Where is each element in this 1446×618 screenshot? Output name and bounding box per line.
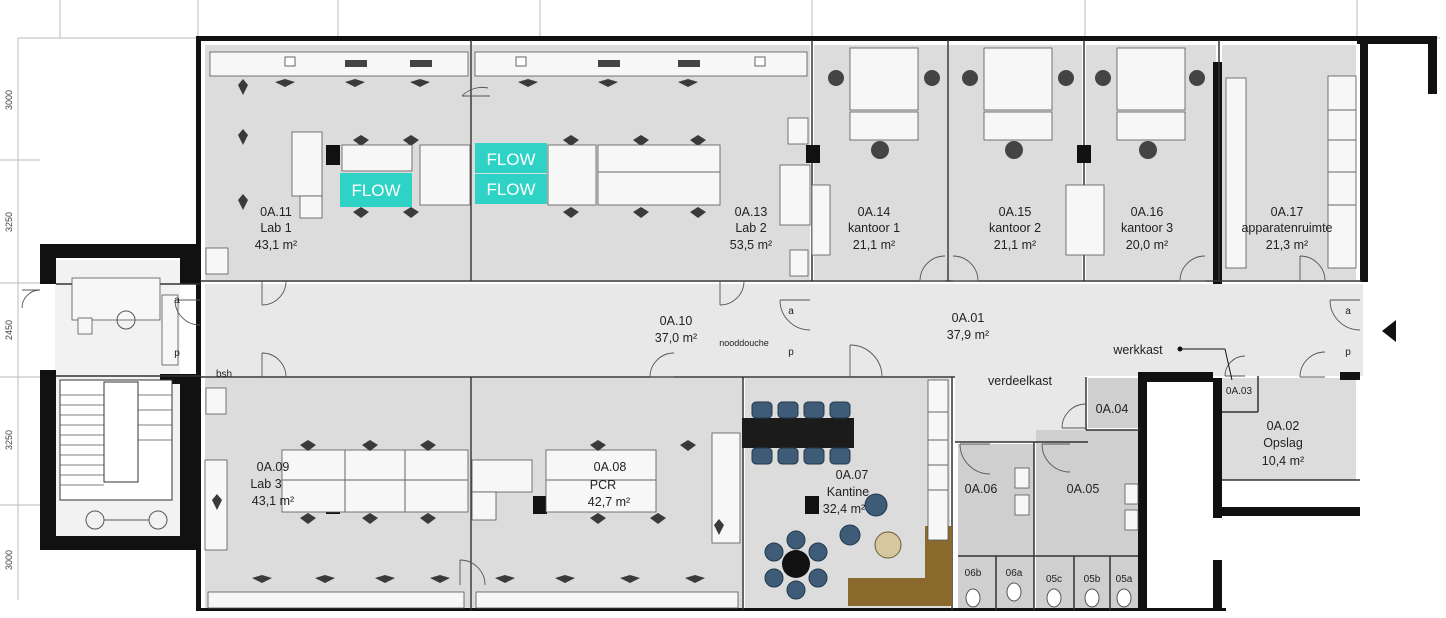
0a04-floor: [1088, 378, 1140, 428]
room-code: 0A.11: [260, 205, 292, 219]
room-code: 0A.10: [660, 314, 693, 328]
lab2-furniture: FLOW FLOW: [461, 51, 831, 277]
room-area: 53,5 m²: [730, 238, 772, 252]
room-area: 10,4 m²: [1262, 454, 1304, 468]
entrance-arrow-icon: [1382, 320, 1396, 342]
room-area: 37,9 m²: [947, 328, 989, 342]
office-furniture: [828, 47, 1357, 269]
dimension-label: 3000: [4, 90, 14, 110]
room-name: PCR: [590, 478, 616, 492]
room-name: kantoor 2: [989, 221, 1041, 235]
flow-hood: [475, 174, 547, 204]
room-area: 21,1 m²: [853, 238, 895, 252]
room-name: kantoor 1: [848, 221, 900, 235]
opslag-floor: [1222, 378, 1356, 480]
dimension-label: 3250: [4, 212, 14, 232]
room-code: 0A.01: [952, 311, 985, 325]
room-code: 0A.05: [1067, 482, 1100, 496]
room-code: 0A.04: [1096, 402, 1129, 416]
dimension-label: 2450: [4, 320, 14, 340]
p-label: p: [788, 347, 794, 358]
verdeelkast-label: verdeelkast: [988, 374, 1052, 388]
toilet-code: 05b: [1084, 574, 1101, 585]
room-area: 43,1 m²: [255, 238, 297, 252]
toilets: [965, 467, 1139, 608]
misc-labels: nooddouche werkkast verdeelkast bsh a p …: [174, 295, 1351, 388]
sofa: [848, 526, 952, 606]
room-name: Lab 1: [260, 221, 291, 235]
room-code: 0A.15: [999, 205, 1032, 219]
flow-hood: [340, 173, 412, 207]
doors: [174, 255, 1361, 586]
room-code: 0A.02: [1267, 419, 1300, 433]
room-area: 32,4 m²: [823, 502, 865, 516]
nooddouche-label: nooddouche: [719, 338, 769, 348]
room-code: 0A.14: [858, 205, 891, 219]
room-code: 0A.09: [257, 460, 290, 474]
room-area: 20,0 m²: [1126, 238, 1168, 252]
room-area: 37,0 m²: [655, 331, 697, 345]
room-area: 42,7 m²: [588, 495, 630, 509]
walls: [40, 36, 1437, 611]
toilet-code: 06b: [965, 568, 982, 579]
room-name: Lab 3: [250, 477, 281, 491]
a-label: a: [1345, 306, 1351, 317]
p-label: p: [1345, 347, 1351, 358]
a-label: a: [788, 306, 794, 317]
room-code: 0A.07: [836, 468, 869, 482]
room-code: 0A.16: [1131, 205, 1164, 219]
room-code: 0A.06: [965, 482, 998, 496]
stair-core: [21, 277, 179, 530]
toilet-code: 05c: [1046, 574, 1062, 585]
room-name: Opslag: [1263, 436, 1303, 450]
room-name: kantoor 3: [1121, 221, 1173, 235]
flow-hood: [475, 143, 547, 173]
p-label: p: [174, 348, 180, 359]
bsh-label: bsh: [216, 369, 232, 380]
flow-label: FLOW: [486, 150, 535, 169]
lab3-pcr-furniture: [204, 387, 741, 609]
room-name: Lab 2: [735, 221, 766, 235]
room-name: apparatenruimte: [1241, 221, 1332, 235]
room-labels: 0A.11 Lab 1 43,1 m² 0A.13 Lab 2 53,5 m² …: [250, 205, 1332, 585]
dimension-labels: 3000 3250 2450 3250 3000: [4, 90, 14, 570]
room-area: 21,1 m²: [994, 238, 1036, 252]
room-code: 0A.13: [735, 205, 768, 219]
kantine-furniture: [742, 379, 952, 606]
lab1-furniture: FLOW: [205, 51, 471, 275]
flow-label: FLOW: [486, 180, 535, 199]
room-code: 0A.03: [1226, 386, 1253, 397]
werkkast-label: werkkast: [1112, 343, 1163, 357]
toilet-05-floor: [1036, 430, 1142, 610]
room-area: 21,3 m²: [1266, 238, 1308, 252]
room-area: 43,1 m²: [252, 494, 294, 508]
room-name: Kantine: [827, 485, 869, 499]
room-code: 0A.17: [1271, 205, 1304, 219]
toilet-code: 05a: [1116, 574, 1133, 585]
toilet-code: 06a: [1006, 568, 1023, 579]
flow-label: FLOW: [351, 181, 400, 200]
a-label: a: [174, 295, 180, 306]
dimension-label: 3000: [4, 550, 14, 570]
corridor-floor: [205, 284, 1363, 376]
dimension-label: 3250: [4, 430, 14, 450]
room-code: 0A.08: [594, 460, 627, 474]
